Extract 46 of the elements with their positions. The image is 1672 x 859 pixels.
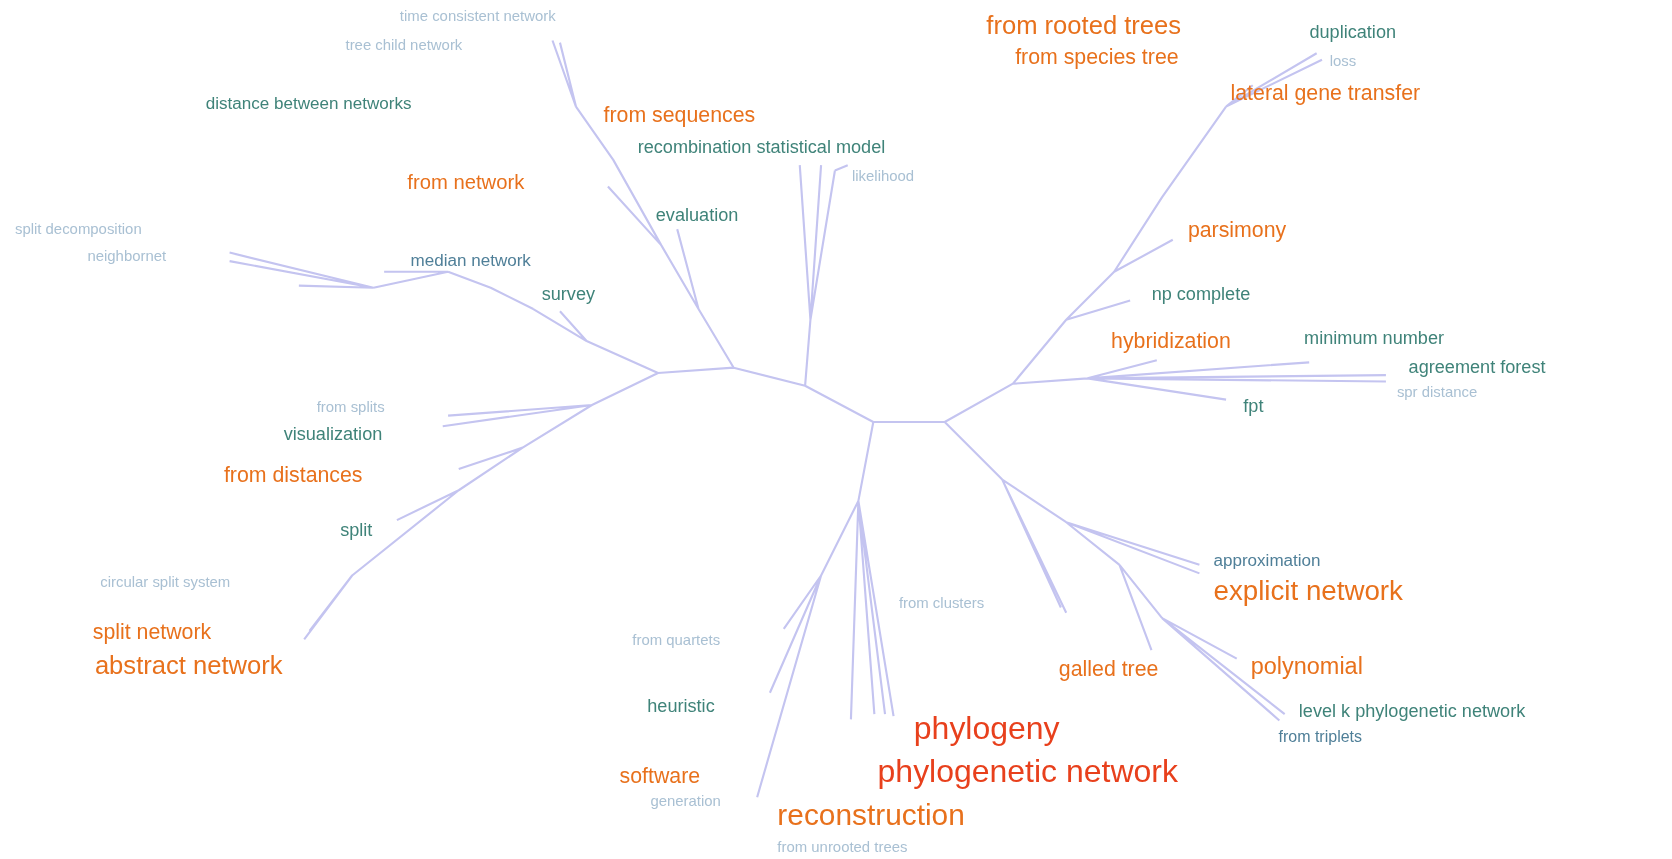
tree-cloud-word: from network [407,172,525,193]
tree-cloud-word: median network [410,251,531,269]
tree-cloud-word: np complete [1151,285,1251,304]
tree-cloud-word: heuristic [647,697,715,716]
tree-cloud-word: galled tree [1058,659,1159,681]
tree-cloud-word: explicit network [1213,576,1403,605]
tree-cloud-word: from species tree [1015,46,1179,69]
tree-cloud-word: from sequences [603,104,756,126]
tree-cloud-word: from quartets [632,632,721,648]
tree-cloud-word: from triplets [1278,729,1362,746]
tree-cloud-word: time consistent network [399,8,556,24]
tree-cloud-word: hybridization [1111,330,1231,352]
tree-cloud-word: neighbornet [87,248,167,264]
tree-cloud-word: likelihood [852,168,915,184]
tree-cloud-word: lateral gene transfer [1230,83,1421,105]
tree-cloud-word: polynomial [1250,654,1363,679]
tree-cloud-word: distance between networks [205,95,412,113]
tree-cloud-word: from splits [316,400,385,416]
tree-cloud-word: minimum number [1304,329,1444,348]
tree-cloud-word: reconstruction [777,800,965,831]
tree-cloud-word: visualization [283,425,383,444]
tree-cloud-word: from distances [223,464,363,487]
tree-cloud-word: phylogeny [913,711,1060,744]
tree-cloud-word: approximation [1213,551,1321,569]
tree-cloud-word: loss [1329,53,1357,69]
tree-cloud-word: agreement forest [1408,357,1546,377]
tree-cloud-word: abstract network [94,653,283,680]
tree-cloud-word: survey [541,285,596,304]
tree-cloud-word: spr distance [1396,385,1478,401]
tree-cloud-word: from rooted trees [986,12,1182,39]
tree-cloud-word: software [619,765,701,787]
tree-cloud-word: from clusters [898,596,985,612]
tree-cloud-word: duplication [1309,23,1397,42]
tree-cloud-word: split [340,521,373,540]
tree-cloud-word: split decomposition [14,222,142,238]
tree-cloud-word: parsimony [1187,219,1287,241]
tree-cloud-word: recombination statistical model [637,138,886,157]
tree-cloud-word: from unrooted trees [777,839,908,855]
tree-cloud-word: generation [650,793,721,809]
tree-cloud-word: fpt [1243,397,1264,416]
tree-cloud-word: tree child network [345,37,463,53]
tree-cloud-word: circular split system [100,575,231,590]
tree-cloud-word: phylogenetic network [877,755,1178,788]
tree-cloud-word: evaluation [655,206,739,225]
tree-cloud-word: level k phylogenetic network [1298,702,1526,721]
tree-cloud-word: split network [92,621,212,643]
